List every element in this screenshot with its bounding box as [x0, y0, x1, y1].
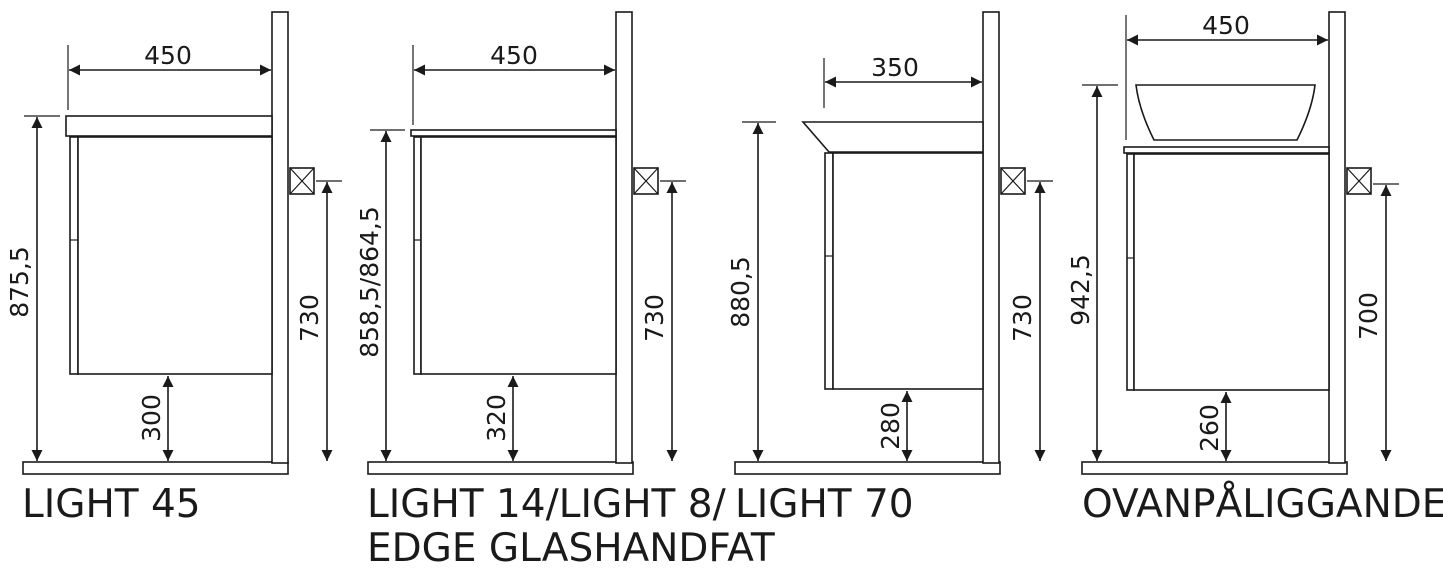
width-label: 350 [871, 53, 919, 82]
wall-outlet-symbol [633, 167, 659, 195]
floor-line [1081, 461, 1348, 475]
cabinet-front-edge [69, 136, 79, 375]
floor-clearance-label: 300 [137, 394, 166, 442]
cabinet-body [832, 152, 984, 390]
caption-ovanpaliggande: OVANPÅLIGGANDE [1082, 482, 1443, 527]
wall-outlet-symbol [1346, 167, 1372, 195]
caption-light-45: LIGHT 45 [22, 482, 201, 527]
mount-height-label: 730 [640, 294, 669, 342]
width-label: 450 [1202, 11, 1250, 40]
wall [271, 11, 289, 464]
floor-clearance-label: 260 [1195, 404, 1224, 452]
countertop [410, 129, 617, 137]
diagram-light-70: 350 880,5 280 730 [726, 11, 1053, 475]
wall [982, 11, 1000, 464]
cabinet-front-edge [413, 136, 422, 375]
floor-line [367, 461, 634, 475]
mount-height-label: 730 [1008, 294, 1037, 342]
wall-outlet-symbol [1000, 167, 1026, 195]
height-label: 942,5 [1066, 254, 1095, 326]
cabinet-front-edge [1126, 153, 1135, 391]
diagram-light-14-8-edge: 450 858,5/864,5 320 730 [355, 11, 686, 475]
wall [1328, 11, 1346, 464]
basin-top [801, 121, 984, 153]
cabinet-body [77, 136, 273, 375]
width-label: 450 [490, 41, 538, 70]
width-label: 450 [144, 41, 192, 70]
floor-clearance-label: 320 [482, 394, 511, 442]
height-label: 875,5 [5, 246, 34, 318]
vessel-basin [1135, 84, 1316, 141]
countertop [1123, 146, 1330, 154]
floor-line [734, 461, 1001, 475]
floor-clearance-label: 280 [876, 402, 905, 450]
caption-light-70: LIGHT 70 [735, 482, 914, 527]
cabinet-front-edge [824, 152, 834, 390]
wall-outlet-symbol [289, 167, 315, 195]
wall [615, 11, 633, 464]
height-label: 880,5 [726, 256, 755, 328]
mount-height-label: 700 [1354, 292, 1383, 340]
diagram-light-45: 450 875,5 300 730 [5, 11, 342, 475]
cabinet-body [420, 136, 617, 375]
countertop [65, 115, 273, 137]
mount-height-label: 730 [295, 294, 324, 342]
floor-line [22, 461, 289, 475]
height-label: 858,5/864,5 [355, 206, 384, 358]
diagram-ovanpaliggande: 450 942,5 260 700 [1066, 11, 1399, 475]
caption-light-14-line2: EDGE GLASHANDFAT [367, 526, 775, 571]
caption-light-14-line1: LIGHT 14/LIGHT 8/ [367, 482, 726, 527]
cabinet-body [1133, 153, 1330, 391]
